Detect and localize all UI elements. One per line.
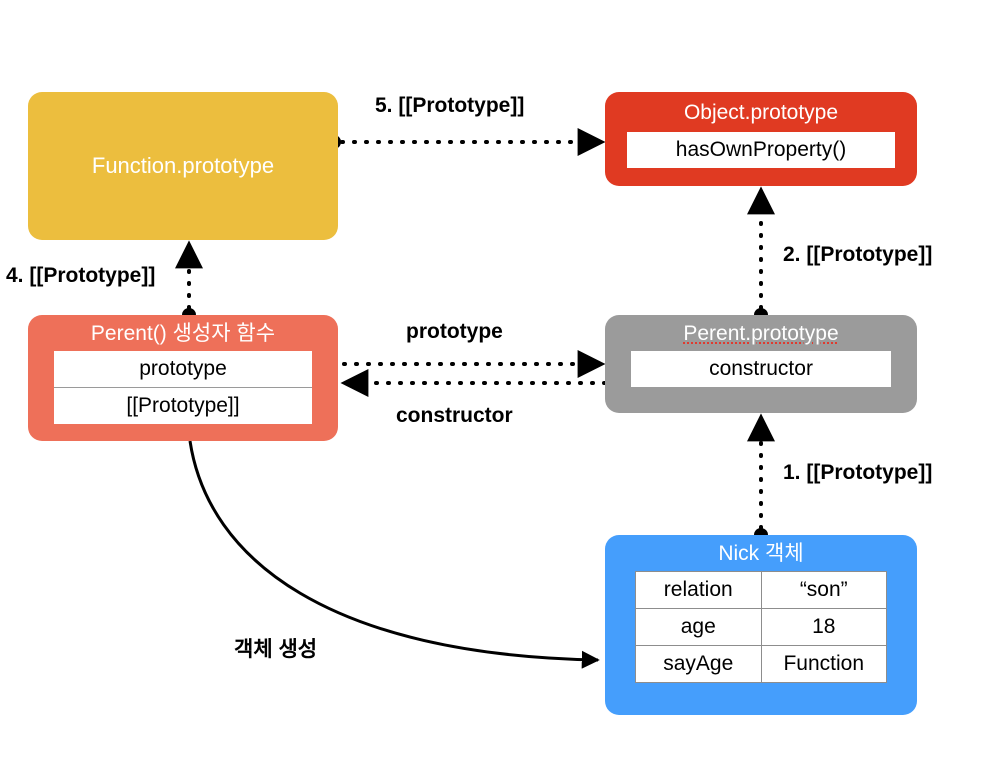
node-title-perent-constructor: Perent() 생성자 함수 bbox=[90, 322, 276, 345]
edge-label-prototype-1: 1. [[Prototype]] bbox=[783, 461, 933, 484]
edge-label-prototype-2: 2. [[Prototype]] bbox=[783, 243, 933, 266]
table-row: relation “son” bbox=[635, 571, 887, 609]
table-row: constructor bbox=[631, 351, 891, 387]
table-row: prototype bbox=[54, 351, 312, 388]
table-row: hasOwnProperty() bbox=[627, 132, 895, 168]
slot-key: sayAge bbox=[635, 645, 762, 683]
edge-nick-to-perent-proto bbox=[747, 413, 775, 542]
slot-table-perent-prototype: constructor bbox=[631, 351, 891, 387]
slot-key: [[Prototype]] bbox=[54, 387, 312, 424]
node-nick-object[interactable]: Nick 객체 relation “son” age 18 sayAge Fun… bbox=[605, 535, 917, 715]
node-function-prototype[interactable]: Function.prototype bbox=[28, 92, 338, 240]
slot-value: “son” bbox=[760, 571, 887, 609]
table-row: [[Prototype]] bbox=[54, 387, 312, 424]
node-title-perent-prototype: Perent.prototype bbox=[683, 322, 839, 345]
node-object-prototype[interactable]: Object.prototype hasOwnProperty() bbox=[605, 92, 917, 186]
slot-table-perent-constructor: prototype [[Prototype]] bbox=[54, 351, 312, 424]
edge-perent-ctor-to-function-proto bbox=[175, 240, 203, 322]
node-perent-prototype[interactable]: Perent.prototype constructor bbox=[605, 315, 917, 413]
slot-value: Function bbox=[760, 645, 887, 683]
edge-label-prototype-4: 4. [[Prototype]] bbox=[6, 264, 156, 287]
slot-table-nick-object: relation “son” age 18 sayAge Function bbox=[635, 571, 887, 683]
edge-function-proto-to-object-proto bbox=[327, 128, 606, 156]
slot-key: prototype bbox=[54, 351, 312, 388]
table-row: sayAge Function bbox=[635, 645, 887, 683]
node-title-nick-object: Nick 객체 bbox=[718, 542, 804, 565]
node-title-object-prototype: Object.prototype bbox=[683, 101, 839, 124]
slot-key: hasOwnProperty() bbox=[627, 132, 895, 168]
edge-label-constructor: constructor bbox=[396, 404, 513, 427]
edge-label-create-object: 객체 생성 bbox=[234, 638, 318, 661]
table-row: age 18 bbox=[635, 608, 887, 646]
edge-perent-proto-to-object-proto bbox=[747, 186, 775, 322]
slot-table-object-prototype: hasOwnProperty() bbox=[627, 132, 895, 168]
node-title-function-prototype: Function.prototype bbox=[91, 153, 275, 178]
slot-key: constructor bbox=[631, 351, 891, 387]
slot-key: relation bbox=[635, 571, 762, 609]
slot-key: age bbox=[635, 608, 762, 646]
edge-label-prototype: prototype bbox=[406, 320, 503, 343]
edge-label-prototype-5: 5. [[Prototype]] bbox=[375, 94, 525, 117]
node-perent-constructor[interactable]: Perent() 생성자 함수 prototype [[Prototype]] bbox=[28, 315, 338, 441]
edge-create-object bbox=[188, 440, 600, 669]
slot-value: 18 bbox=[760, 608, 887, 646]
